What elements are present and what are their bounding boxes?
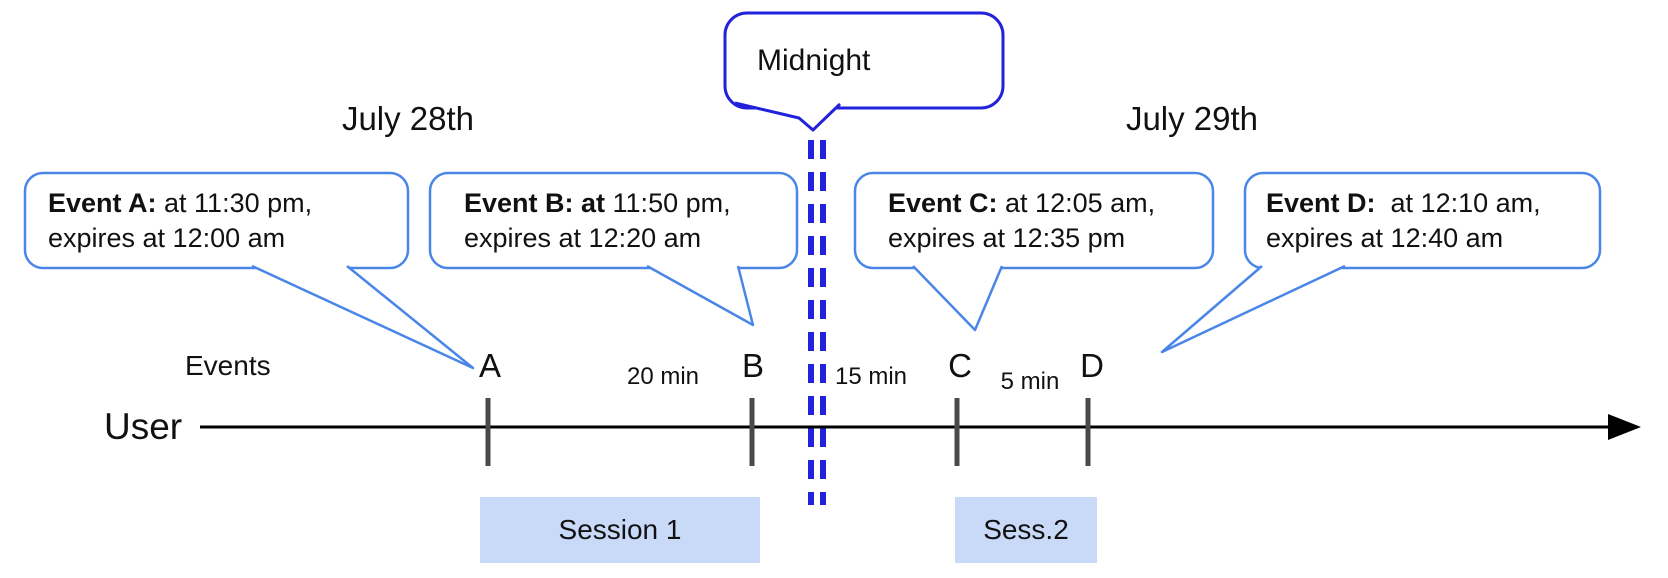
marker-label-d: D bbox=[1080, 347, 1104, 384]
event-a-callout-tail bbox=[251, 264, 475, 370]
event-d-title: Event D: bbox=[1266, 188, 1376, 218]
event-c-callout-tail bbox=[912, 265, 1004, 332]
event-b-callout-tail bbox=[646, 264, 755, 327]
event-c-callout-text: Event C: at 12:05 am, expires at 12:35 p… bbox=[888, 186, 1155, 256]
event-b-callout-box bbox=[428, 171, 799, 270]
midnight-callout-box bbox=[723, 11, 1005, 110]
event-a-title: Event A: bbox=[48, 188, 157, 218]
event-c-line1: Event C: at 12:05 am, bbox=[888, 186, 1155, 221]
session-2-box bbox=[955, 497, 1097, 563]
event-b-time: 11:50 pm, bbox=[605, 188, 731, 218]
event-b-line1: Event B: at 11:50 pm, bbox=[464, 186, 731, 221]
timeline-arrowhead-icon bbox=[1608, 414, 1641, 440]
midnight-callout-tail bbox=[734, 101, 842, 132]
midnight-callout-label: Midnight bbox=[757, 43, 871, 77]
session-1-label: Session 1 bbox=[558, 514, 682, 545]
event-a-time: at 11:30 pm, bbox=[156, 188, 313, 218]
interval-label-20min: 20 min bbox=[626, 363, 700, 390]
event-a-callout-box bbox=[23, 171, 410, 270]
event-b-line2: expires at 12:20 am bbox=[464, 223, 702, 253]
events-axis-label: Events bbox=[185, 350, 271, 381]
event-b-callout-text: Event B: at 11:50 pm, expires at 12:20 a… bbox=[464, 186, 731, 256]
event-c-title: Event C: bbox=[888, 188, 998, 218]
event-d-callout-box bbox=[1243, 171, 1602, 270]
user-axis-label: User bbox=[104, 406, 183, 447]
marker-label-b: B bbox=[741, 347, 764, 384]
event-a-line2: expires at 12:00 am bbox=[48, 223, 286, 253]
event-b-title: Event B: at bbox=[464, 188, 606, 218]
interval-label-5min: 5 min bbox=[1000, 368, 1060, 395]
event-d-callout-tail bbox=[1160, 264, 1346, 354]
date-label-july-28: July 28th bbox=[341, 100, 475, 137]
session-2-label: Sess.2 bbox=[983, 514, 1069, 545]
interval-label-15min: 15 min bbox=[834, 363, 908, 390]
date-label-july-29: July 29th bbox=[1125, 100, 1259, 137]
session-1-box bbox=[480, 497, 760, 563]
marker-label-c: C bbox=[948, 347, 972, 384]
event-c-callout-box bbox=[853, 171, 1215, 270]
event-d-callout-text: Event D: at 12:10 am, expires at 12:40 a… bbox=[1266, 186, 1541, 256]
event-c-time: at 12:05 am, bbox=[997, 188, 1156, 218]
event-a-line1: Event A: at 11:30 pm, bbox=[48, 186, 312, 221]
event-a-callout-text: Event A: at 11:30 pm, expires at 12:00 a… bbox=[48, 186, 312, 256]
event-d-line1: Event D: at 12:10 am, bbox=[1266, 186, 1541, 221]
event-d-time: at 12:10 am, bbox=[1375, 188, 1541, 218]
marker-label-a: A bbox=[478, 347, 501, 384]
event-c-line2: expires at 12:35 pm bbox=[888, 223, 1126, 253]
event-d-line2: expires at 12:40 am bbox=[1266, 223, 1504, 253]
